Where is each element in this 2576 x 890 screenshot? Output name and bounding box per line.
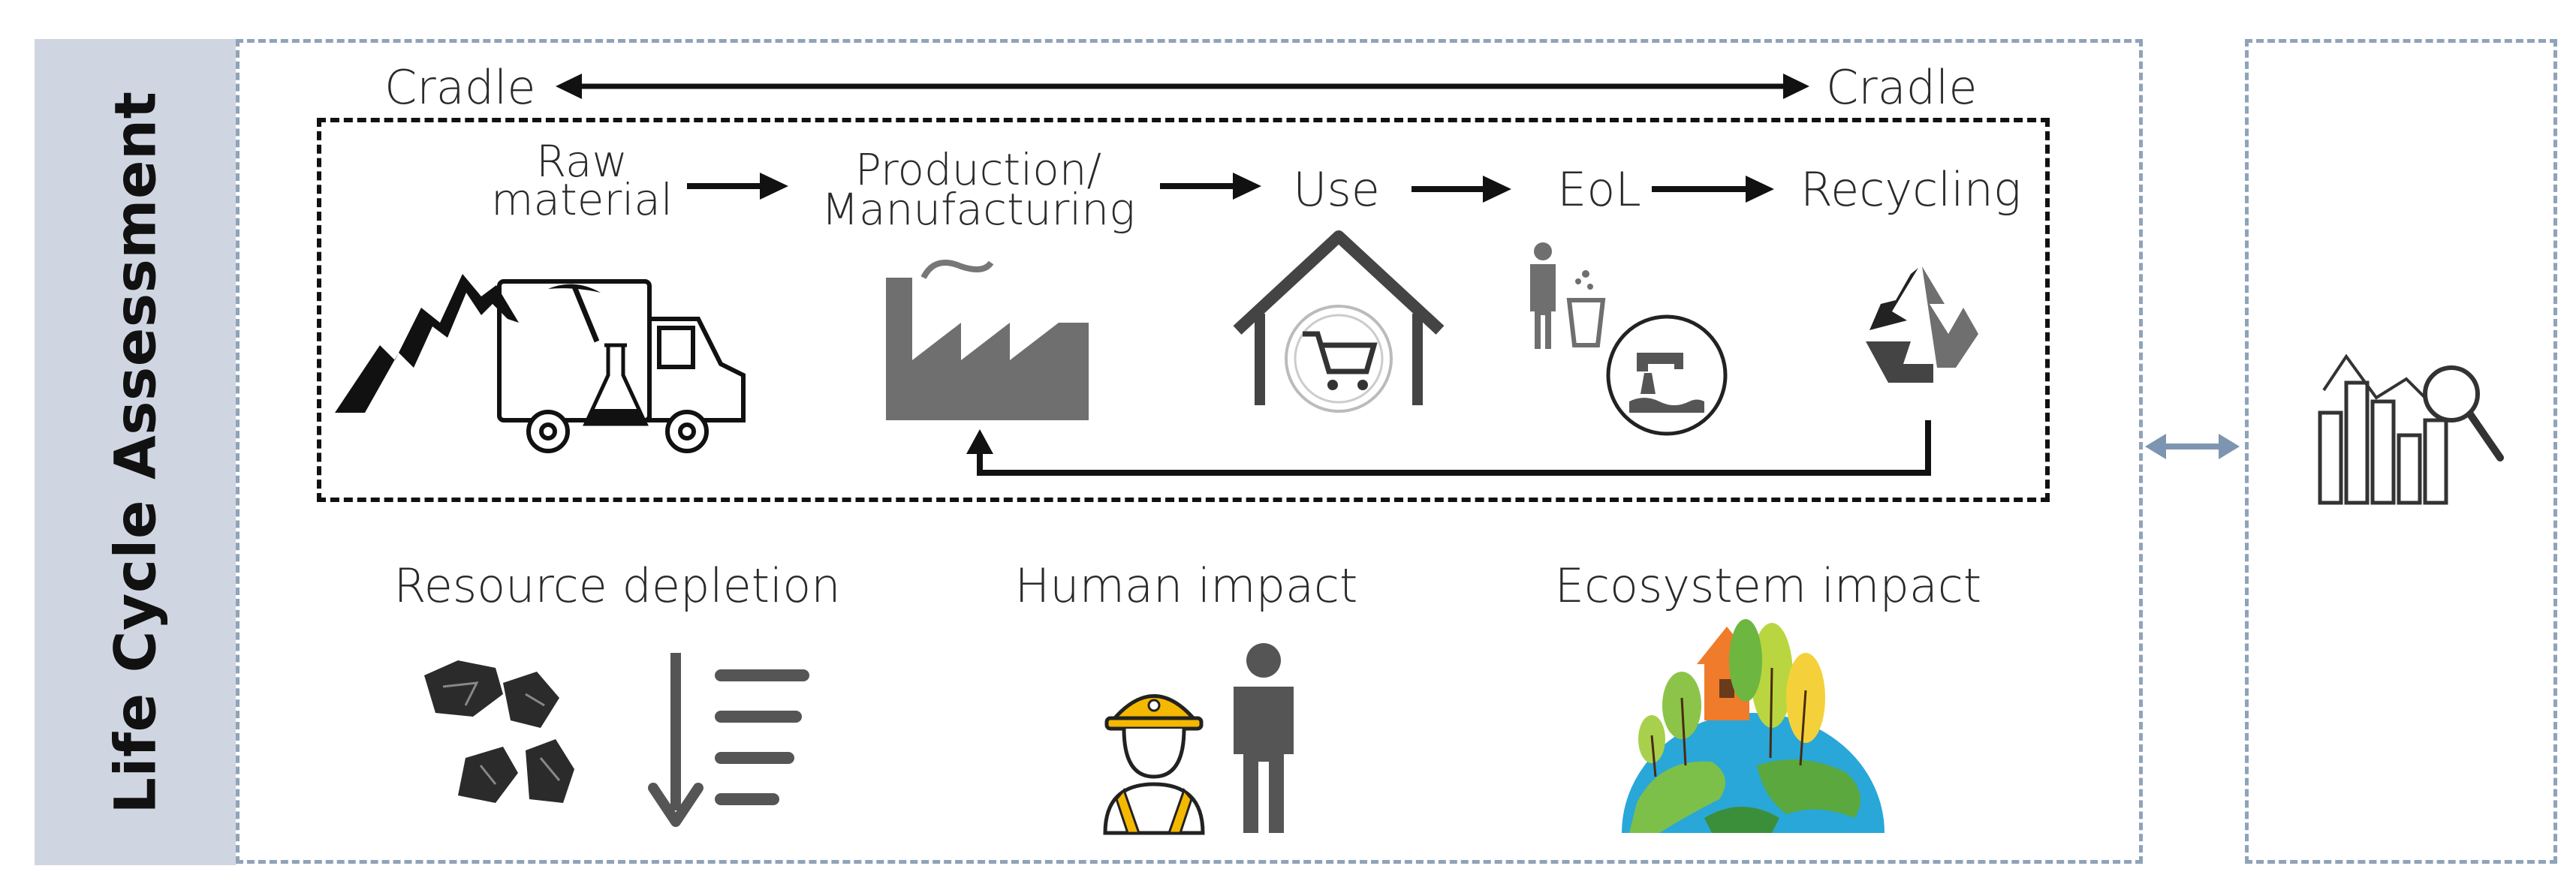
impact-human: Human impact xyxy=(1014,558,1358,613)
stage-eol: EoL xyxy=(1557,162,1641,217)
flask-icon xyxy=(583,343,649,426)
cradle-right-label: Cradle xyxy=(1826,60,1978,115)
worker-icon xyxy=(1103,694,1205,835)
sidebar-title: Life Cycle Assessment xyxy=(101,91,169,813)
bidirectional-link-arrow xyxy=(2145,434,2240,459)
chart-analysis-icon xyxy=(2318,353,2504,505)
stage-raw-material-line2: material xyxy=(490,174,673,226)
earth-ecosystem-icon xyxy=(1622,619,1885,833)
descending-sort-icon xyxy=(648,653,809,827)
stage-recycling: Recycling xyxy=(1800,162,2022,217)
recycle-icon xyxy=(1866,266,1978,383)
person-trash-icon xyxy=(1530,242,1606,349)
stage-use: Use xyxy=(1293,162,1380,217)
stage-production-line1: Production/ xyxy=(854,144,1102,195)
factory-icon xyxy=(886,260,1089,420)
impact-ecosystem: Ecosystem impact xyxy=(1554,558,1982,613)
mountain-icon xyxy=(335,274,519,413)
stage-production: Production/ Manufacturing xyxy=(821,144,1135,236)
result-frame xyxy=(2245,39,2557,864)
pickaxe-icon xyxy=(548,284,601,343)
main-frame xyxy=(236,39,2143,864)
shopping-cart-icon xyxy=(1303,331,1378,390)
impact-resource-depletion: Resource depletion xyxy=(393,558,841,613)
lifecycle-stages-box xyxy=(317,118,2050,502)
wastewater-icon xyxy=(1606,314,1728,436)
stage-raw-material: Raw material xyxy=(490,136,673,226)
truck-icon xyxy=(497,279,746,453)
sidebar: Life Cycle Assessment xyxy=(35,39,236,865)
person-icon xyxy=(1234,643,1294,833)
cradle-left-label: Cradle xyxy=(384,60,536,115)
stage-raw-material-line1: Raw xyxy=(535,136,628,187)
rocks-icon xyxy=(424,660,574,803)
stage-production-line2: Manufacturing xyxy=(821,184,1135,236)
